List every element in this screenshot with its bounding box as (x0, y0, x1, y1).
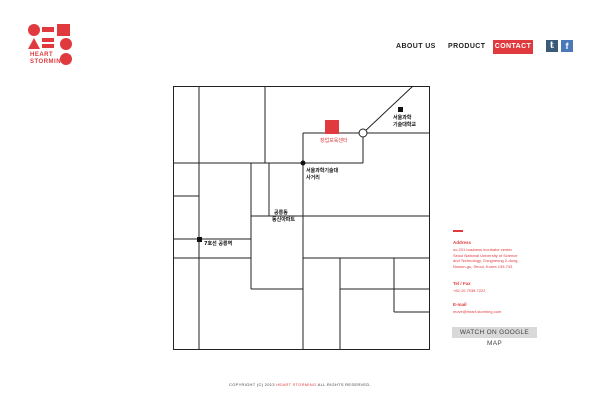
nav-contact[interactable]: CONTACT (493, 40, 533, 54)
incubator-marker (325, 120, 339, 134)
location-map: 서울과학 기술대학교 창업보육센터 서울과학기술대 사거리 공릉동 동신아파트 … (173, 86, 430, 350)
intersection-circle (358, 128, 368, 138)
footer-suffix: ALL RIGHTS RESERVED. (317, 382, 371, 387)
facebook-icon[interactable]: f (561, 40, 573, 52)
footer-prefix: COPYRIGHT (C) 2013 (229, 382, 275, 387)
label-station: 7호선 공릉역 (204, 240, 233, 247)
email-label: E-mail (453, 302, 467, 307)
logo-triangle-shape (28, 38, 40, 49)
section-accent-bar (453, 230, 463, 232)
nav-product[interactable]: PRODUCT (448, 43, 486, 50)
heart-storming-logo[interactable] (28, 24, 74, 72)
address-line-2: Seoul National University of Science (453, 252, 518, 258)
map-border (173, 86, 430, 350)
label-university-1: 서울과학 (393, 114, 412, 121)
road-diagonal (362, 86, 414, 134)
map-roads (173, 86, 430, 350)
address-value: no.201 business incubator center Seoul N… (453, 247, 553, 269)
logo-text-line-1: HEART (30, 52, 54, 58)
label-university-2: 기술대학교 (393, 121, 416, 128)
logo-circle-shape-2 (60, 38, 72, 50)
intersection-marker (300, 160, 306, 166)
google-map-button[interactable]: WATCH ON GOOGLE MAP (452, 327, 537, 347)
logo-circle-shape (28, 24, 40, 36)
logo-bar-shape-2 (42, 38, 54, 42)
footer-brand: HEART STORMING (276, 382, 317, 387)
label-intersection-1: 서울과학기술대 (306, 167, 339, 174)
address-line-4: Nowon-gu, Seoul, Korea 139-743 (453, 263, 513, 269)
logo-circle-shape-3 (60, 53, 72, 65)
tumblr-icon[interactable]: t (546, 40, 558, 52)
logo-text: HEART STORMING (30, 52, 66, 66)
address-label: Address (453, 240, 472, 245)
email-value[interactable]: move@heart-storming.com (453, 309, 502, 314)
label-incubator: 창업보육센터 (320, 137, 348, 144)
logo-bar-shape-3 (42, 44, 54, 48)
address-line-1: no.201 business incubator center (453, 247, 512, 252)
logo-bar-shape (42, 27, 54, 32)
address-line-3: and Technology, Gongneung 2-dong, (453, 258, 519, 263)
label-apartment-1: 공릉동 (274, 209, 288, 216)
station-marker (197, 237, 202, 242)
tel-value: +82.10.7938.7222 (453, 288, 486, 293)
logo-square-shape (57, 24, 70, 36)
logo-text-line-2: STORMING (30, 59, 67, 65)
university-marker (398, 107, 403, 112)
footer-copyright: COPYRIGHT (C) 2013 HEART STORMING ALL RI… (0, 382, 600, 387)
tel-label: Tel / Fax (453, 281, 471, 286)
nav-about-us[interactable]: ABOUT US (396, 43, 436, 50)
label-intersection-2: 사거리 (306, 174, 320, 181)
label-apartment-2: 동신아파트 (272, 216, 295, 223)
